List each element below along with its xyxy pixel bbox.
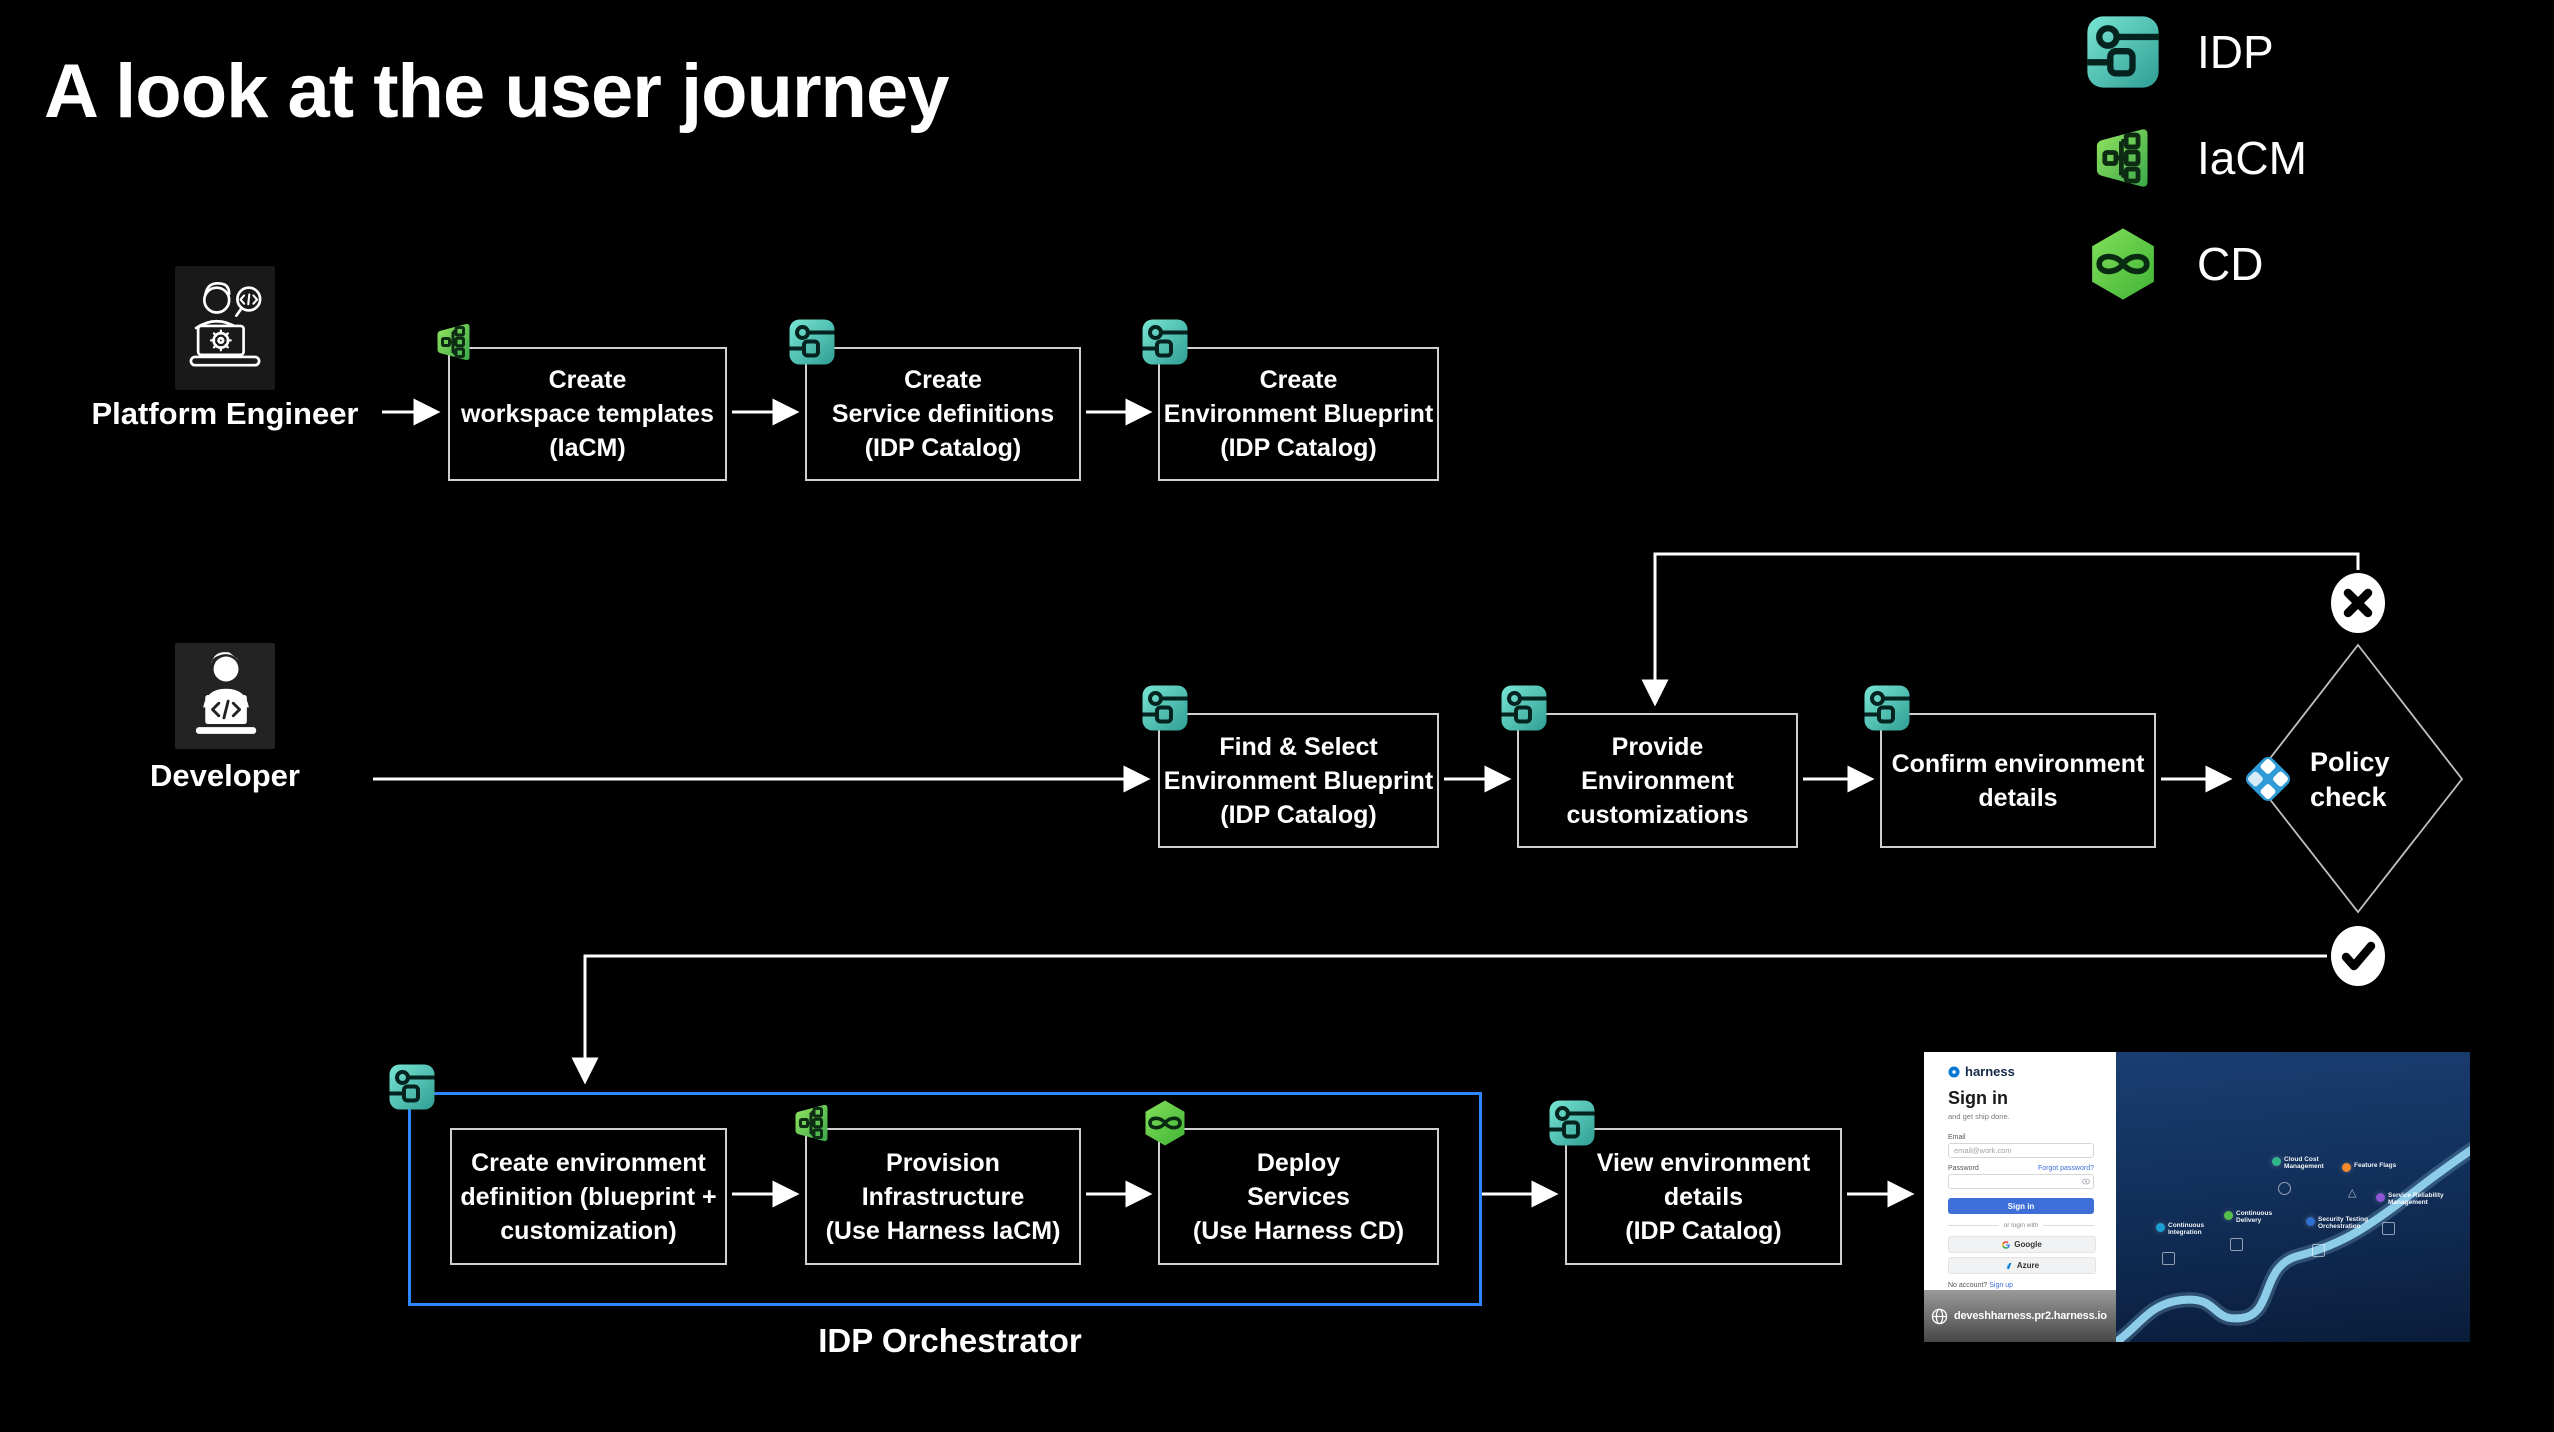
google-login-button[interactable]: Google xyxy=(1948,1236,2096,1253)
module-marker: Service Reliability Management xyxy=(2376,1192,2446,1207)
connector-pass-path xyxy=(571,954,2327,1085)
legend: IDP IaCM CD xyxy=(2085,14,2307,302)
idp-orchestrator-label: IDP Orchestrator xyxy=(818,1322,1082,1359)
policy-decision-diamond xyxy=(2252,643,2464,914)
show-password-icon[interactable] xyxy=(2082,1178,2090,1185)
module-marker: Continuous Delivery xyxy=(2224,1210,2294,1225)
signin-subtitle: and get ship done. xyxy=(1948,1112,2010,1121)
no-account-text: No account? Sign up xyxy=(1948,1282,2013,1289)
step-create-service-definitions: Create Service definitions (IDP Catalog) xyxy=(805,347,1081,481)
connector-fail-path xyxy=(1641,552,2360,707)
x-icon xyxy=(2343,588,2373,618)
step-create-environment-definition: Create environment definition (blueprint… xyxy=(450,1128,727,1265)
legend-item-idp: IDP xyxy=(2085,14,2307,90)
harness-logo: harness xyxy=(1948,1064,2015,1079)
policy-fail-badge xyxy=(2331,573,2385,633)
idp-orchestrator-container xyxy=(408,1092,1482,1306)
preview-hero-panel: Continuous Integration Continuous Delive… xyxy=(2116,1052,2470,1342)
password-field[interactable] xyxy=(1948,1174,2094,1189)
step-find-select-blueprint: Find & Select Environment Blueprint (IDP… xyxy=(1158,713,1439,848)
platform-engineer-label: Platform Engineer xyxy=(91,396,359,431)
module-marker: Continuous Integration xyxy=(2156,1222,2226,1237)
legend-label: IDP xyxy=(2197,26,2274,78)
login-divider: or login with xyxy=(1948,1222,2094,1229)
module-glyph xyxy=(2278,1182,2291,1195)
url-bar: deveshharness.pr2.harness.io xyxy=(1924,1290,2116,1342)
module-marker: Security Testing Orchestration xyxy=(2306,1216,2376,1231)
google-icon xyxy=(2002,1240,2011,1249)
signup-link[interactable]: Sign up xyxy=(1989,1282,2013,1289)
check-icon xyxy=(2341,941,2376,971)
signin-button[interactable]: Sign in xyxy=(1948,1198,2094,1214)
legend-item-iacm: IaCM xyxy=(2085,120,2307,196)
module-glyph: △ xyxy=(2348,1187,2357,1199)
module-glyph xyxy=(2312,1244,2325,1257)
developer-icon xyxy=(175,643,275,749)
azure-login-button[interactable]: Azure xyxy=(1948,1257,2096,1274)
step-create-environment-blueprint: Create Environment Blueprint (IDP Catalo… xyxy=(1158,347,1439,481)
step-confirm-environment-details: Confirm environment details xyxy=(1880,713,2156,848)
password-label: Password xyxy=(1948,1165,1979,1172)
module-glyph xyxy=(2162,1252,2175,1265)
module-marker: Feature Flags xyxy=(2342,1162,2412,1172)
step-deploy-services: Deploy Services (Use Harness CD) xyxy=(1158,1128,1439,1265)
legend-item-cd: CD xyxy=(2085,226,2307,302)
page-title: A look at the user journey xyxy=(44,49,949,134)
harness-logo-icon xyxy=(1948,1066,1960,1077)
module-glyph xyxy=(2230,1238,2243,1251)
step-create-workspace-templates: Create workspace templates (IaCM) xyxy=(448,347,727,481)
preview-url: deveshharness.pr2.harness.io xyxy=(1954,1310,2107,1322)
step-provide-customizations: Provide Environment customizations xyxy=(1517,713,1798,848)
policy-check-label: Policy check xyxy=(2310,747,2390,813)
forgot-password-link[interactable]: Forgot password? xyxy=(2037,1165,2094,1172)
harness-signin-preview: Continuous Integration Continuous Delive… xyxy=(1924,1052,2470,1342)
module-glyph xyxy=(2382,1222,2395,1235)
developer-label: Developer xyxy=(150,758,300,793)
policy-icon xyxy=(2242,753,2294,805)
globe-icon xyxy=(1931,1308,1948,1324)
journey-road-graphic xyxy=(2116,1141,2470,1342)
azure-icon xyxy=(2006,1262,2012,1269)
email-label: Email xyxy=(1948,1134,1966,1141)
legend-label: CD xyxy=(2197,238,2264,290)
module-marker: Cloud Cost Management xyxy=(2272,1156,2342,1171)
step-view-environment-details: View environment details (IDP Catalog) xyxy=(1565,1128,1842,1265)
signin-title: Sign in xyxy=(1948,1088,2008,1108)
step-provision-infrastructure: Provision Infrastructure (Use Harness Ia… xyxy=(805,1128,1081,1265)
policy-pass-badge xyxy=(2331,926,2385,986)
platform-engineer-icon xyxy=(175,266,275,390)
legend-label: IaCM xyxy=(2197,132,2307,184)
email-field[interactable] xyxy=(1948,1143,2094,1158)
